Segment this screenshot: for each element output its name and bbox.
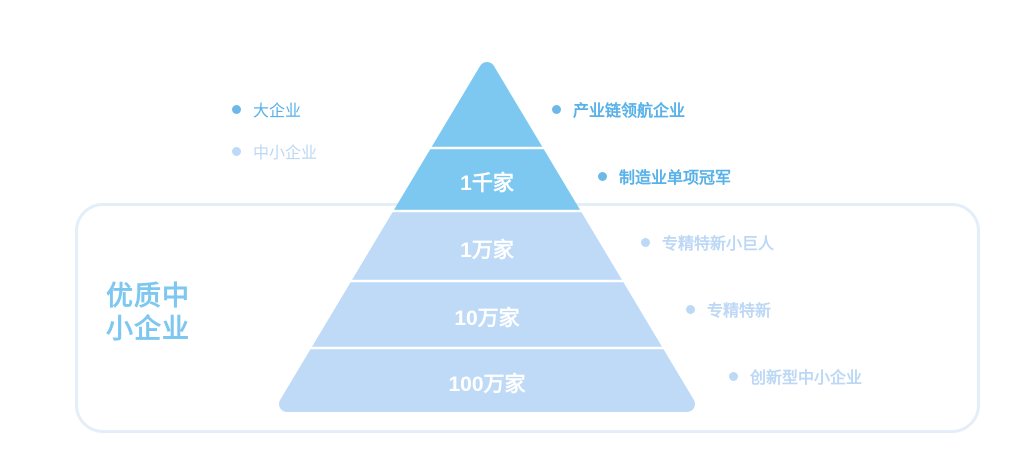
bullet-dot-icon <box>232 146 241 156</box>
legend-little-giants: 专精特新小巨人 <box>641 232 775 253</box>
legend-label: 制造业单项冠军 <box>619 170 732 187</box>
tier-label-1-thousand: 1千家 <box>460 172 514 195</box>
bullet-dot-icon <box>641 237 650 247</box>
legend-label: 专精特新 <box>707 303 772 320</box>
bullet-dot-icon <box>232 104 241 114</box>
legend-smes: 中小企业 <box>232 141 318 162</box>
legend-label: 专精特新小巨人 <box>662 236 775 253</box>
legend-label: 中小企业 <box>253 145 318 162</box>
legend-specialized-sophisticated: 专精特新 <box>686 299 772 320</box>
tier-divider-1 <box>240 146 760 150</box>
bullet-dot-icon <box>552 104 561 114</box>
legend-label: 大企业 <box>253 103 302 120</box>
bullet-dot-icon <box>729 371 738 381</box>
tier-label-10-thousand: 1万家 <box>460 239 514 262</box>
legend-large-enterprises: 大企业 <box>232 99 302 120</box>
legend-label: 产业链领航企业 <box>573 103 686 120</box>
bullet-dot-icon <box>598 171 607 181</box>
legend-chain-leader-enterprises: 产业链领航企业 <box>552 99 686 120</box>
legend-innovative-smes: 创新型中小企业 <box>729 366 863 387</box>
quality-sme-title: 优质中 小企业 <box>106 281 190 344</box>
tier-label-100-thousand: 10万家 <box>454 307 520 330</box>
legend-manufacturing-single-champion: 制造业单项冠军 <box>598 166 732 187</box>
bullet-dot-icon <box>686 304 695 314</box>
legend-label: 创新型中小企业 <box>750 370 863 387</box>
tier-label-1-million: 100万家 <box>448 373 526 396</box>
